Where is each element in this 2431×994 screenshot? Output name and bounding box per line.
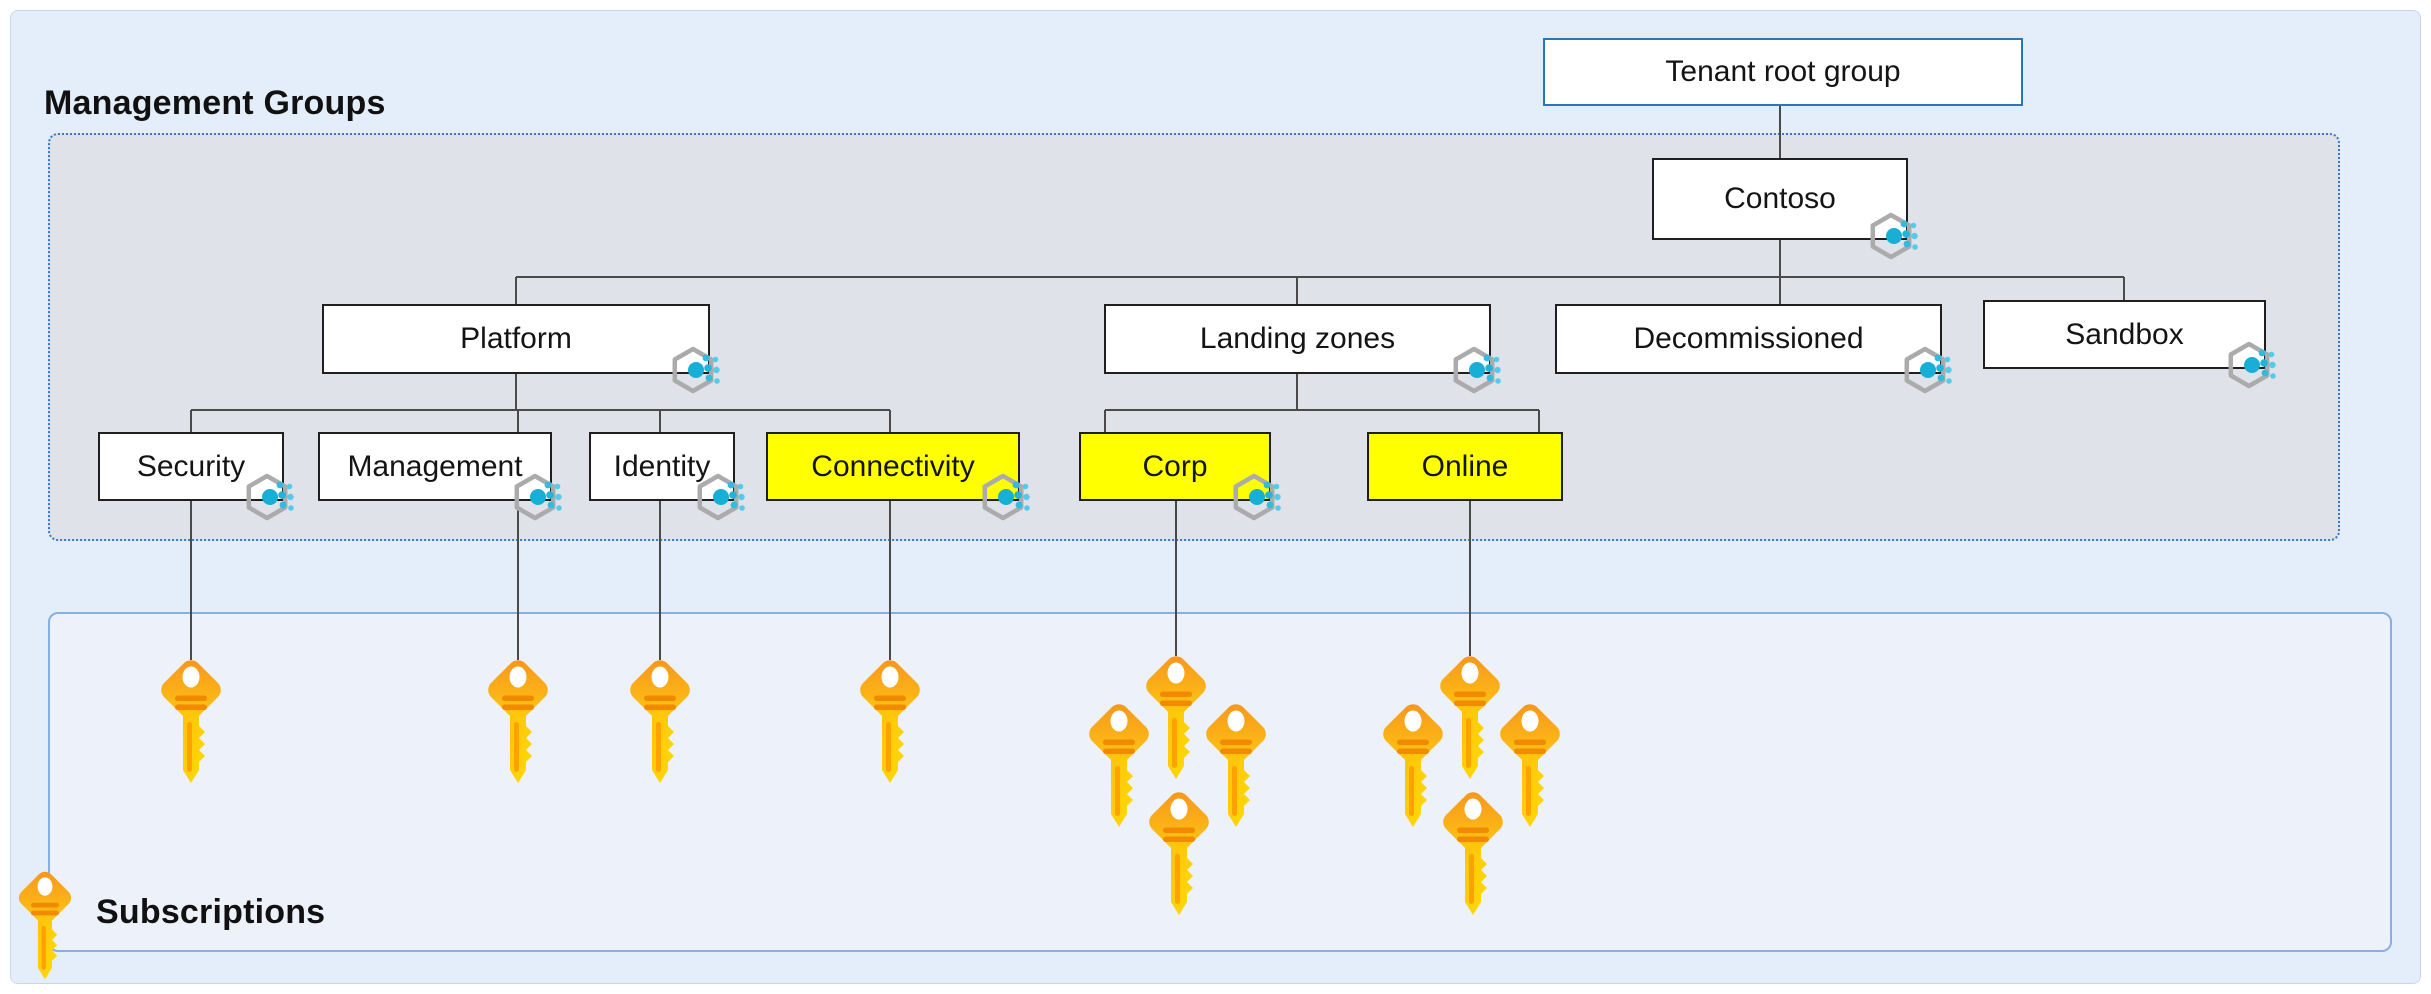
management-group-icon xyxy=(1904,346,1958,396)
node-label: Tenant root group xyxy=(1665,55,1901,88)
node-label: Corp xyxy=(1142,449,1208,483)
node-label: Security xyxy=(136,449,246,483)
subscription-key-icon xyxy=(1439,788,1507,915)
management-group-icon xyxy=(1870,212,1924,262)
node-label: Decommissioned xyxy=(1633,322,1864,355)
management-group-icon xyxy=(2228,341,2282,391)
mg-node-security: Security xyxy=(98,432,284,501)
subscription-key-icon xyxy=(1436,652,1504,779)
mg-node-connectivity: Connectivity xyxy=(766,432,1020,501)
node-label: Sandbox xyxy=(2065,317,2184,351)
subscriptions-container xyxy=(48,612,2392,952)
mg-node-corp: Corp xyxy=(1079,432,1271,501)
management-group-icon xyxy=(246,473,300,523)
management-groups-heading: Management Groups xyxy=(44,84,386,122)
subscriptions-heading: Subscriptions xyxy=(96,893,326,931)
node-label: Platform xyxy=(460,322,572,355)
mg-node-online: Online xyxy=(1367,432,1563,501)
management-group-icon xyxy=(672,346,726,396)
mg-node-identity: Identity xyxy=(589,432,735,501)
mg-node-decommissioned: Decommissioned xyxy=(1555,304,1942,374)
mg-node-platform: Platform xyxy=(322,304,710,374)
management-group-icon xyxy=(697,473,751,523)
subscription-key-icon xyxy=(1145,788,1213,915)
node-label: Online xyxy=(1421,449,1509,483)
subscription-key-icon xyxy=(856,656,924,783)
management-group-icon xyxy=(1233,473,1287,523)
management-group-icon xyxy=(514,473,568,523)
subscription-key-icon xyxy=(626,656,694,783)
mg-node-management: Management xyxy=(318,432,552,501)
node-label: Landing zones xyxy=(1199,322,1396,355)
node-label: Connectivity xyxy=(811,449,975,483)
node-label: Contoso xyxy=(1724,182,1836,215)
node-label: Identity xyxy=(613,449,711,483)
mg-node-contoso: Contoso xyxy=(1652,158,1908,240)
subscription-key-icon xyxy=(1142,652,1210,779)
mg-node-sandbox: Sandbox xyxy=(1983,300,2266,369)
subscription-key-icon xyxy=(484,656,552,783)
subscription-key-icon xyxy=(157,656,225,783)
management-group-icon xyxy=(1453,346,1507,396)
mg-node-landing-zones: Landing zones xyxy=(1104,304,1491,374)
subscriptions-legend-key-icon xyxy=(15,868,75,980)
node-label: Management xyxy=(347,449,523,483)
mg-node-tenant-root-group: Tenant root group xyxy=(1543,38,2023,106)
management-group-icon xyxy=(982,473,1036,523)
